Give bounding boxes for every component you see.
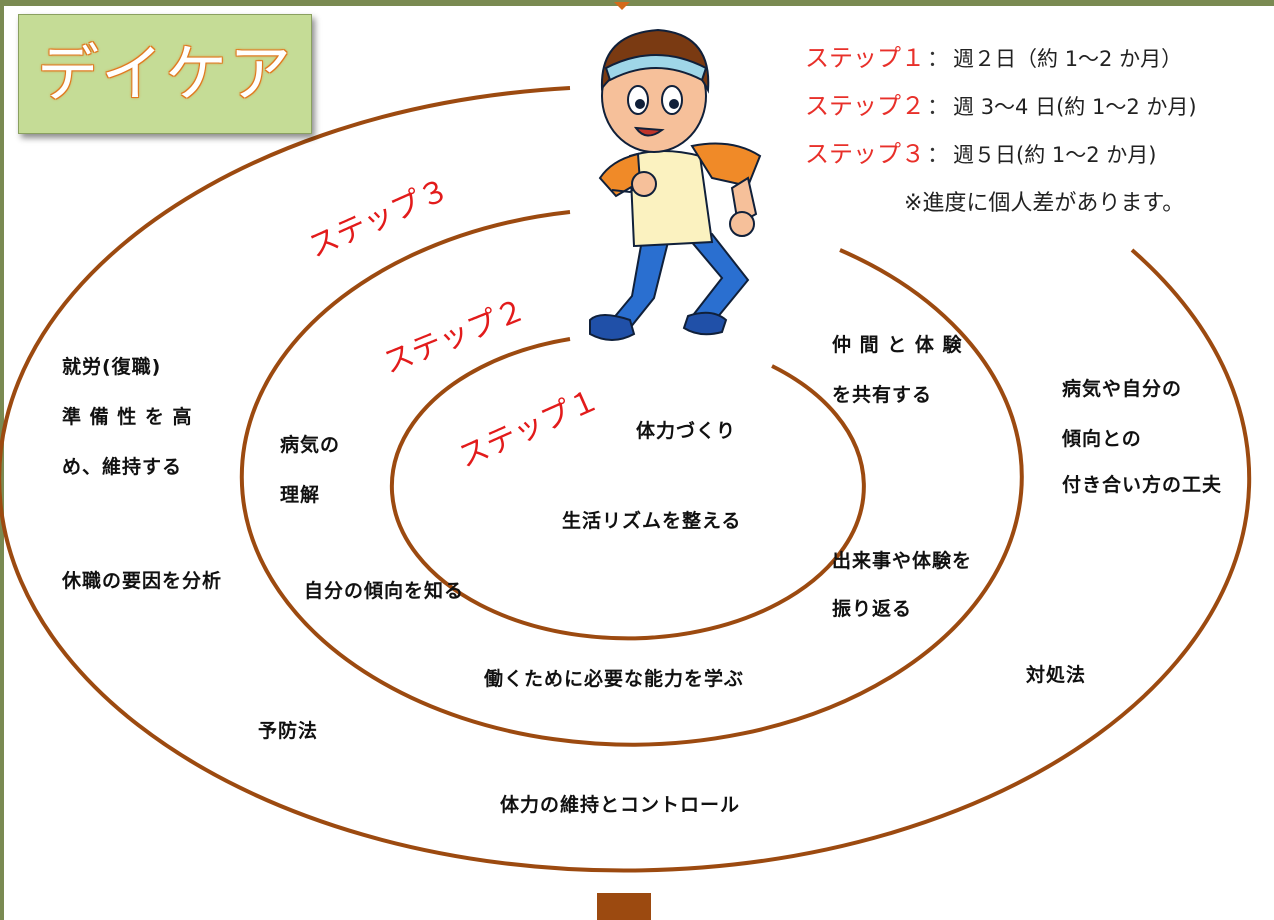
legend-step3-label: ステップ３ xyxy=(805,140,925,168)
note-text: ※進度に個人差があります。 xyxy=(904,191,1185,216)
step2-item-reflect-2: 振り返る xyxy=(832,598,913,620)
runner-illustration xyxy=(589,28,762,341)
step2-item-illness-2: 理解 xyxy=(280,484,321,506)
legend-step2-text: 週 3〜4 日(約 1〜2 か月) xyxy=(953,95,1197,119)
title-box: デイケア xyxy=(18,14,312,134)
step3-item-stamina: 体力の維持とコントロール xyxy=(500,794,741,816)
legend-separator: ： xyxy=(927,47,950,72)
legend-step1-text: 週２日（約 1〜2 か月） xyxy=(953,47,1183,71)
step2-item-reflect-1: 出来事や体験を xyxy=(832,550,973,572)
step2-item-tendency: 自分の傾向を知る xyxy=(304,580,465,602)
page-title: デイケア xyxy=(36,37,293,110)
legend-separator: ： xyxy=(927,95,950,120)
step2-item-illness-1: 病気の xyxy=(280,434,341,456)
ring-step3 xyxy=(0,86,1252,873)
step3-item-work-3: め、維持する xyxy=(62,456,183,478)
step3-item-work-1: 就労(復職) xyxy=(62,356,162,378)
legend-step1-label: ステップ１ xyxy=(805,44,925,72)
top-marker xyxy=(614,2,630,10)
left-border xyxy=(0,0,4,920)
step2-item-share-1: 仲 間 と 体 験 xyxy=(832,334,963,356)
legend-step2-label: ステップ２ xyxy=(805,92,925,120)
legend-separator: ： xyxy=(927,143,950,168)
legend-step3-text: 週５日(約 1〜2 か月) xyxy=(953,143,1157,167)
ring-step1 xyxy=(389,337,866,641)
step3-item-coexist-1: 病気や自分の xyxy=(1062,378,1183,400)
step3-item-work-2: 準 備 性 を 高 xyxy=(62,406,193,428)
ring-step2 xyxy=(239,210,1024,747)
step3-item-coexist-3: 付き合い方の工夫 xyxy=(1062,474,1223,496)
step3-item-coping: 対処法 xyxy=(1026,664,1087,686)
step1-item-rhythm: 生活リズムを整える xyxy=(562,510,742,532)
step1-item-fitness: 体力づくり xyxy=(636,420,737,442)
legend-step2: ステップ２：週 3〜4 日(約 1〜2 か月) xyxy=(805,86,1197,121)
step3-item-analysis: 休職の要因を分析 xyxy=(62,570,223,592)
step3-item-coexist-2: 傾向との xyxy=(1062,428,1142,450)
step3-item-prevention: 予防法 xyxy=(258,720,319,742)
legend-step3: ステップ３：週５日(約 1〜2 か月) xyxy=(805,134,1156,169)
step2-item-abilities: 働くために必要な能力を学ぶ xyxy=(484,668,745,690)
step2-item-share-2: を共有する xyxy=(832,384,933,406)
bottom-marker xyxy=(597,893,651,920)
legend-step1: ステップ１：週２日（約 1〜2 か月） xyxy=(805,38,1182,73)
top-border xyxy=(0,0,1274,6)
